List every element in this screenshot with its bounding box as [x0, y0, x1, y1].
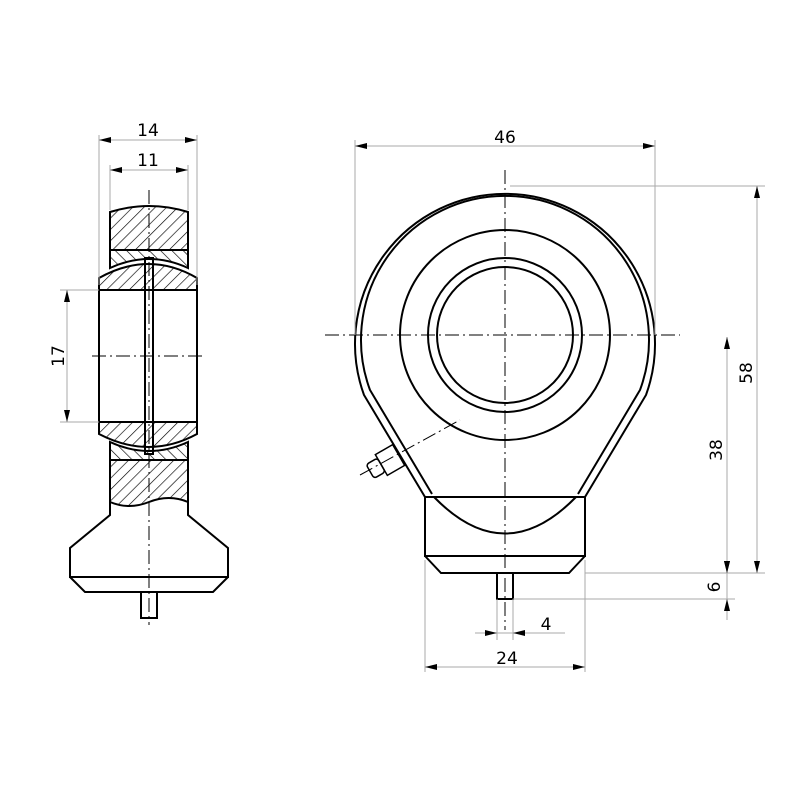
- side-section-view: [69, 190, 229, 625]
- dim-17: 17: [49, 345, 69, 367]
- dim-14: 14: [137, 121, 159, 141]
- dim-6: 6: [705, 582, 725, 593]
- dim-38: 38: [707, 439, 727, 461]
- dim-4: 4: [541, 615, 552, 635]
- dim-24: 24: [496, 649, 518, 669]
- front-dimensions: 46 58 38 6 4 24: [354, 128, 765, 672]
- dim-58: 58: [737, 362, 757, 384]
- front-view: [325, 170, 680, 630]
- neck: [424, 496, 586, 557]
- ball-top: [98, 263, 198, 291]
- dim-11: 11: [137, 151, 159, 171]
- outer-ring-bottom: [109, 440, 189, 461]
- lube-axis: [359, 419, 461, 476]
- housing-top-section: [109, 205, 189, 251]
- grease-nipple-icon: [366, 443, 406, 479]
- dim-46: 46: [494, 128, 516, 148]
- eye-outer: [354, 192, 656, 498]
- side-dimensions: 14 11 17: [49, 121, 198, 423]
